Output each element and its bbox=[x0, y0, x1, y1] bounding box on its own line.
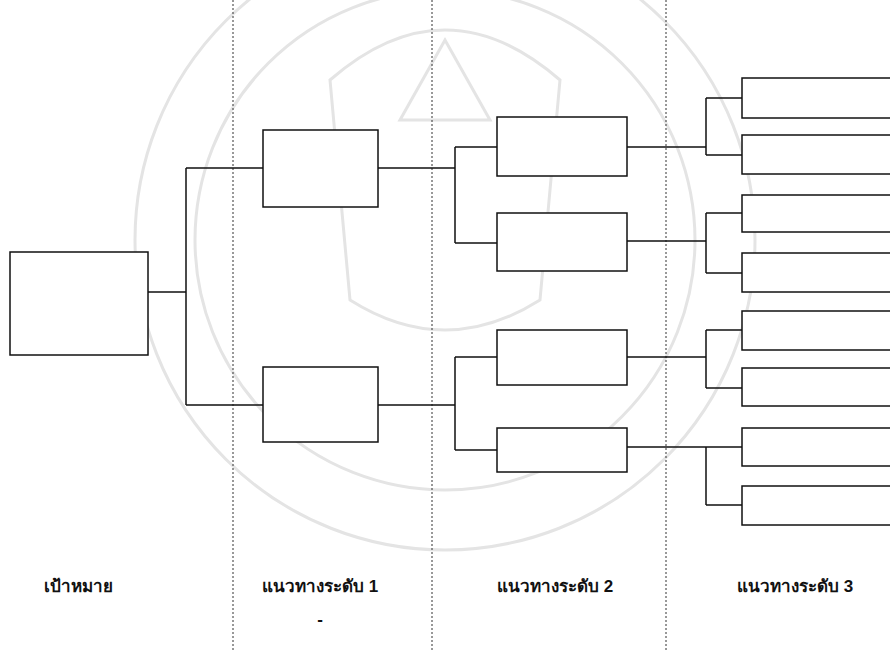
column-label: แนวทางระดับ 2 bbox=[494, 572, 616, 599]
tree-boxes bbox=[10, 78, 890, 525]
column-divider bbox=[233, 0, 666, 651]
column-label: แนวทางระดับ 3 bbox=[734, 572, 856, 599]
column-label: แนวทางระดับ 1 bbox=[259, 572, 381, 599]
column-label: เป้าหมาย bbox=[41, 572, 116, 599]
dash-mark: - bbox=[314, 610, 326, 630]
watermark-seal bbox=[135, 0, 755, 550]
tree-connector bbox=[148, 98, 742, 505]
